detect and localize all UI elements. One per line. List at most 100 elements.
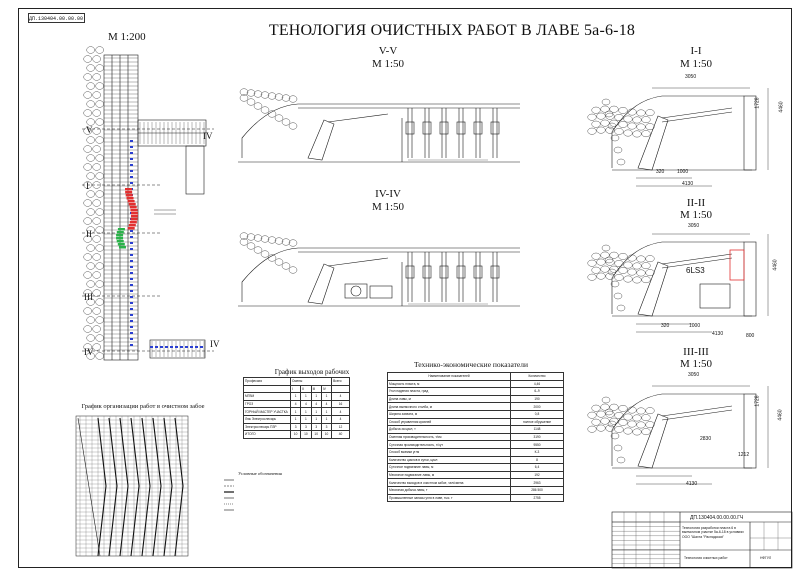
schedule-header: Смены — [289, 377, 333, 386]
section-scale-i: М 1:50 — [679, 58, 713, 70]
tep-cell: 6,4 — [510, 463, 564, 472]
schedule-cell: Люк Электрослесарь — [243, 414, 291, 424]
dim-i-bottom: 4130 — [682, 181, 694, 187]
schedule-title: График выходов рабочих — [274, 368, 350, 376]
schedule-cell: Электрослесарь ПЗР — [243, 422, 291, 432]
tep-header-row: Наименование показателей Количество — [387, 372, 564, 381]
plan-view — [82, 46, 214, 361]
tep-cell: Способ управления кровлей — [387, 417, 511, 427]
schedule-cell: 1 — [300, 414, 312, 424]
schedule-cell: 1 — [320, 414, 333, 424]
schedule-cell: 40 — [331, 430, 350, 439]
tep-cell: 3190 — [510, 432, 564, 442]
schedule-cell: ГРОЗ — [243, 399, 291, 409]
schedule-cell: 4 — [289, 399, 302, 409]
tep-title: Технико-экономические показатели — [414, 360, 528, 369]
tep-cell: Суточное подвигание лавы, м — [387, 463, 511, 472]
tep-cell: 286 500 — [510, 485, 564, 495]
tep-table: Наименование показателей Количество Мощн… — [387, 372, 564, 503]
dim-iii-d: 1728 — [754, 395, 761, 407]
schedule-cell: 1 — [310, 407, 322, 416]
schedule-subheader: III — [310, 384, 322, 394]
section-scale-ii: М 1:50 — [679, 209, 713, 221]
dim-ii-d: 800 — [746, 333, 755, 339]
title-block — [611, 511, 793, 569]
tep-cell: Мощность пласта, м — [387, 379, 511, 389]
schedule-subheader-row: I II III IV — [243, 384, 350, 394]
tep-cell: 2963 — [510, 478, 564, 487]
dim-i-b: 1000 — [677, 169, 689, 175]
plan-section-marks: V I II III IV IV IV — [84, 125, 220, 357]
dim-iii-right: 4460 — [777, 409, 784, 421]
section-scale-iii: М 1:50 — [679, 358, 713, 370]
mark-iii: III — [84, 292, 93, 302]
tep-header: Количество — [510, 372, 564, 381]
mark-v: V — [86, 125, 93, 135]
gantt-legend — [224, 479, 234, 511]
tep-cell: 2755 — [510, 493, 564, 503]
tep-cell: Количество циклов в сутки, цикл — [387, 455, 511, 465]
tep-cell: К-3 — [510, 447, 564, 457]
schedule-cell: 4 — [310, 399, 322, 409]
title-block-org: НФГУЛ — [760, 556, 772, 560]
tep-cell: Длина лавы, м — [387, 394, 511, 404]
schedule-subheader: IV — [320, 384, 333, 394]
schedule-cell: 3 — [300, 422, 312, 432]
tep-cell: Добыча за цикл, т — [387, 425, 511, 434]
dim-i-a: 320 — [656, 169, 665, 175]
tep-cell: 6–9 — [510, 387, 564, 396]
section-scale-v: М 1:50 — [371, 58, 405, 70]
mark-ii: II — [86, 229, 92, 239]
schedule-cell: 10 — [300, 430, 312, 439]
schedule-subheader: II — [300, 384, 312, 394]
schedule-cell: 3 — [320, 422, 333, 432]
dim-ii-c: 4130 — [712, 331, 724, 337]
dim-ii-right: 4460 — [772, 259, 779, 271]
dim-ii-a: 320 — [661, 323, 670, 329]
gantt-legend-title: Условные обозначения — [238, 471, 282, 476]
tep-cell: Способ выемки угля — [387, 447, 511, 457]
section-title-iii: III-III — [683, 346, 709, 358]
schedule-cell: 16 — [331, 399, 350, 409]
schedule-header-row: Профессия Смены Всего — [243, 377, 350, 386]
tep-cell: полное обрушение — [510, 417, 564, 427]
schedule-cell: 4 — [331, 392, 350, 401]
tep-cell: Суточная производительность, т/сут — [387, 440, 511, 449]
dim-ii-top: 3050 — [688, 223, 700, 229]
schedule-cell: 1 — [320, 392, 333, 401]
section-title-ii: II-II — [686, 197, 706, 209]
schedule-header: Всего — [331, 377, 350, 386]
section-title-v: V-V — [378, 45, 398, 57]
schedule-cell: 1 — [289, 414, 302, 424]
title-block-desc: Технология разработки пласта 6 в выемочн… — [682, 526, 744, 539]
tep-cell: 4,46 — [510, 379, 564, 389]
tep-cell: 192 — [510, 470, 564, 480]
tep-cell: 1148 — [510, 425, 564, 434]
schedule-cell: 1 — [320, 407, 333, 416]
title-block-sheet: Технология очистных работ — [684, 556, 728, 560]
schedule-cell: 1 — [310, 392, 322, 401]
schedule-cell: 4 — [331, 407, 350, 416]
schedule-cell: 1 — [289, 392, 302, 401]
mark-iv-right: IV — [210, 339, 220, 349]
tep-cell: Месячная добыча лавы, т — [387, 485, 511, 495]
tep-cell: Количество выходов в очистном забое, чел… — [387, 478, 511, 487]
tep-cell: Длина выемочного столба, м — [387, 402, 511, 411]
section-scale-iv: М 1:50 — [371, 201, 405, 213]
mark-v-right: IV — [203, 131, 213, 141]
